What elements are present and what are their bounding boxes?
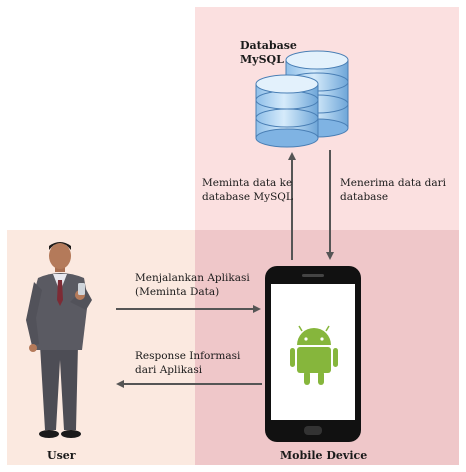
mobile-phone-icon [265, 266, 361, 442]
run-app-label-line2: (Meminta Data) [135, 286, 220, 298]
database-icon [255, 50, 349, 148]
database-label-line2: MySQL [240, 53, 284, 66]
run-app-label-line1: Menjalankan Aplikasi [135, 272, 250, 284]
response-label-line2: dari Aplikasi [135, 364, 203, 376]
mobile-device-label: Mobile Device [280, 449, 368, 462]
receive-from-db-label-line1: Menerima data dari [340, 177, 447, 189]
database-label-line1: Database [240, 39, 297, 52]
user-figure-icon [26, 242, 92, 438]
response-label-line1: Response Informasi [135, 350, 241, 362]
user-label: User [47, 449, 76, 462]
request-to-db-label-line2: database MySQL [202, 191, 293, 203]
receive-from-db-label-line2: database [340, 191, 389, 203]
request-to-db-label-line1: Meminta data ke [202, 177, 293, 189]
android-icon [290, 325, 338, 385]
